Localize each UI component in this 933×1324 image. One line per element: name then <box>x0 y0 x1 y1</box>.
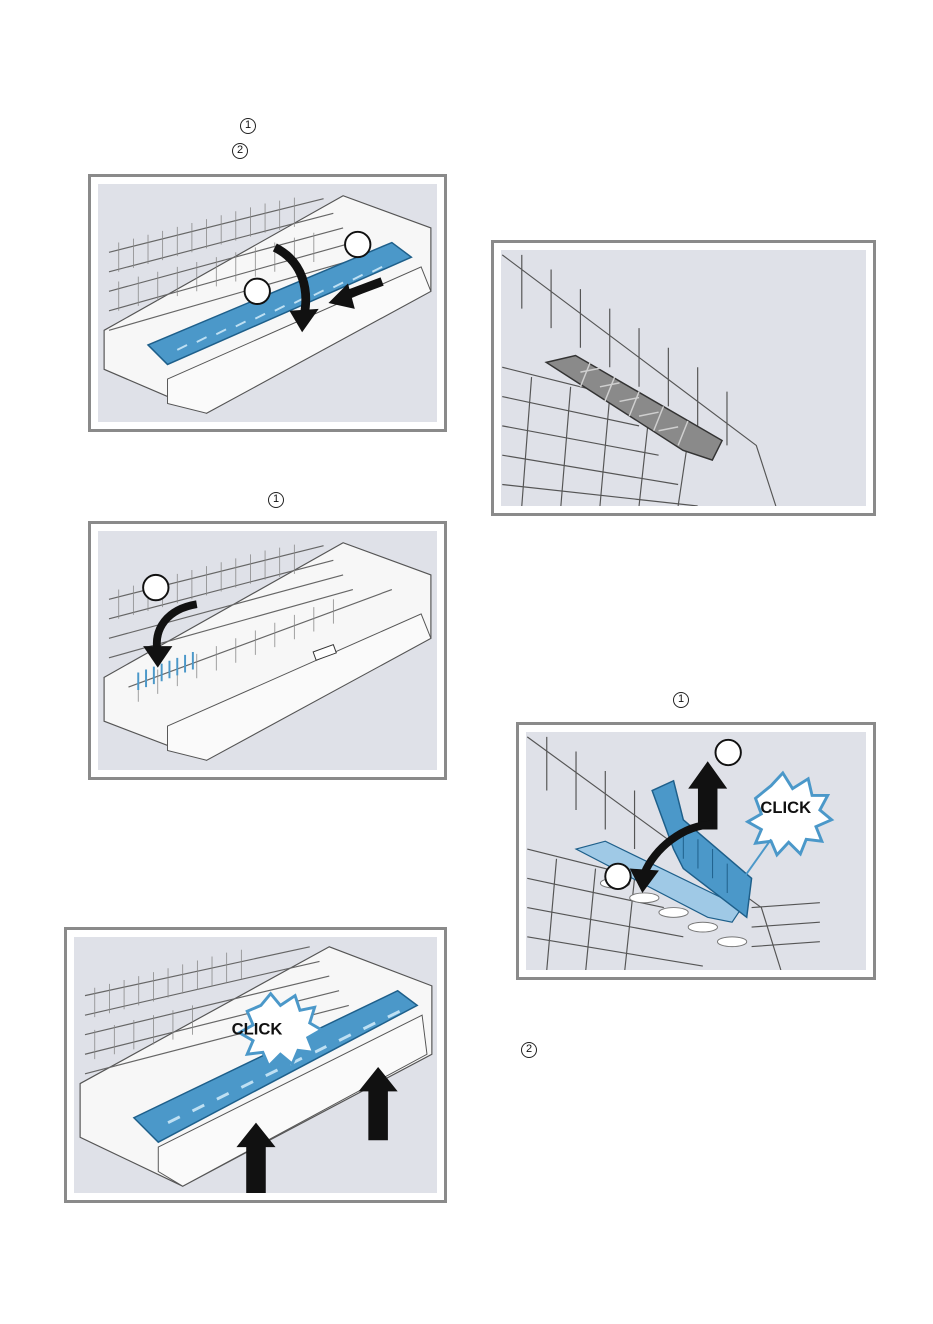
illustration-rack-fold-tines <box>98 531 437 770</box>
step-marker-3: 1 <box>268 492 284 508</box>
illustration-wire-rack-grey-insert <box>501 250 866 506</box>
figure-grey-insert <box>491 240 876 516</box>
click-label: CLICK <box>760 798 811 817</box>
figure-fold-tines <box>88 521 447 780</box>
illustration-wire-rack-fold-click: CLICK <box>526 732 866 970</box>
step-marker-4: 1 <box>673 692 689 708</box>
step-marker-2: 2 <box>232 143 248 159</box>
callout-circle-2 <box>605 864 630 889</box>
illustration-rack-insert-removal <box>98 184 437 422</box>
figure-remove-insert <box>88 174 447 432</box>
callout-circle-1 <box>143 575 168 600</box>
step-marker-1: 1 <box>240 118 256 134</box>
figure-fold-up-click: CLICK <box>516 722 876 980</box>
click-label: CLICK <box>232 1020 283 1039</box>
callout-circle-1 <box>716 740 741 765</box>
step-marker-5: 2 <box>521 1042 537 1058</box>
callout-circle-2 <box>345 232 370 257</box>
callout-circle-1 <box>245 279 270 304</box>
figure-insert-click: CLICK <box>64 927 447 1203</box>
illustration-rack-insert-click: CLICK <box>74 937 437 1193</box>
